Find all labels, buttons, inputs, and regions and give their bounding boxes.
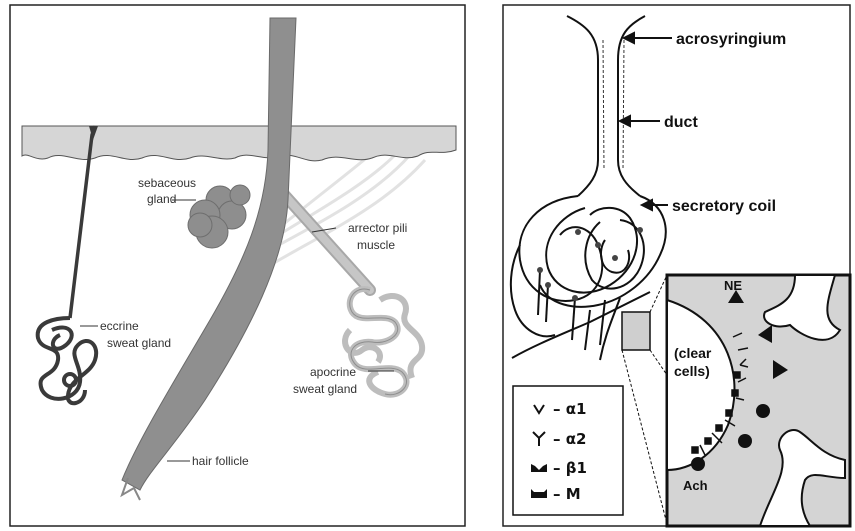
acrosyringium-label: acrosyringium: [676, 31, 786, 48]
legend-alpha2-label: – α2: [553, 430, 586, 448]
skin-surface: [22, 126, 456, 161]
duct-label: duct: [664, 114, 698, 131]
eccrine-label-line1: eccrine: [100, 319, 139, 333]
ne-label: NE: [724, 278, 742, 293]
sebaceous-label-line1: sebaceous: [138, 176, 196, 190]
clear-cells-label-line2: cells): [674, 363, 710, 379]
hair-follicle-label: hair follicle: [192, 454, 249, 468]
receptor-legend: – α1 – α2 – β1 – M: [513, 386, 623, 515]
arrector-pili-label-line2: muscle: [357, 238, 395, 252]
arrector-pili-label-line1: arrector pili: [348, 221, 407, 235]
left-panel-frame: [10, 5, 465, 526]
clear-cells-label-line1: (clear: [674, 345, 712, 361]
legend-beta1-label: – β1: [553, 459, 587, 477]
apocrine-label-line2: sweat gland: [293, 382, 357, 396]
inset-source-box: [622, 312, 650, 350]
left-panel: sebaceous gland arrector pili muscle ecc…: [10, 5, 465, 526]
eccrine-label-line2: sweat gland: [107, 336, 171, 350]
legend-alpha1-label: – α1: [553, 400, 586, 418]
legend-m-label: – M: [553, 485, 581, 503]
secretory-coil-label: secretory coil: [672, 198, 776, 215]
apocrine-label-line1: apocrine: [310, 365, 356, 379]
right-panel: NE (clear cells) Ach acrosyringium duct …: [503, 5, 850, 526]
ach-label: Ach: [683, 478, 708, 493]
receptor-inset: NE (clear cells) Ach: [667, 275, 850, 526]
sebaceous-label-line2: gland: [147, 192, 176, 206]
